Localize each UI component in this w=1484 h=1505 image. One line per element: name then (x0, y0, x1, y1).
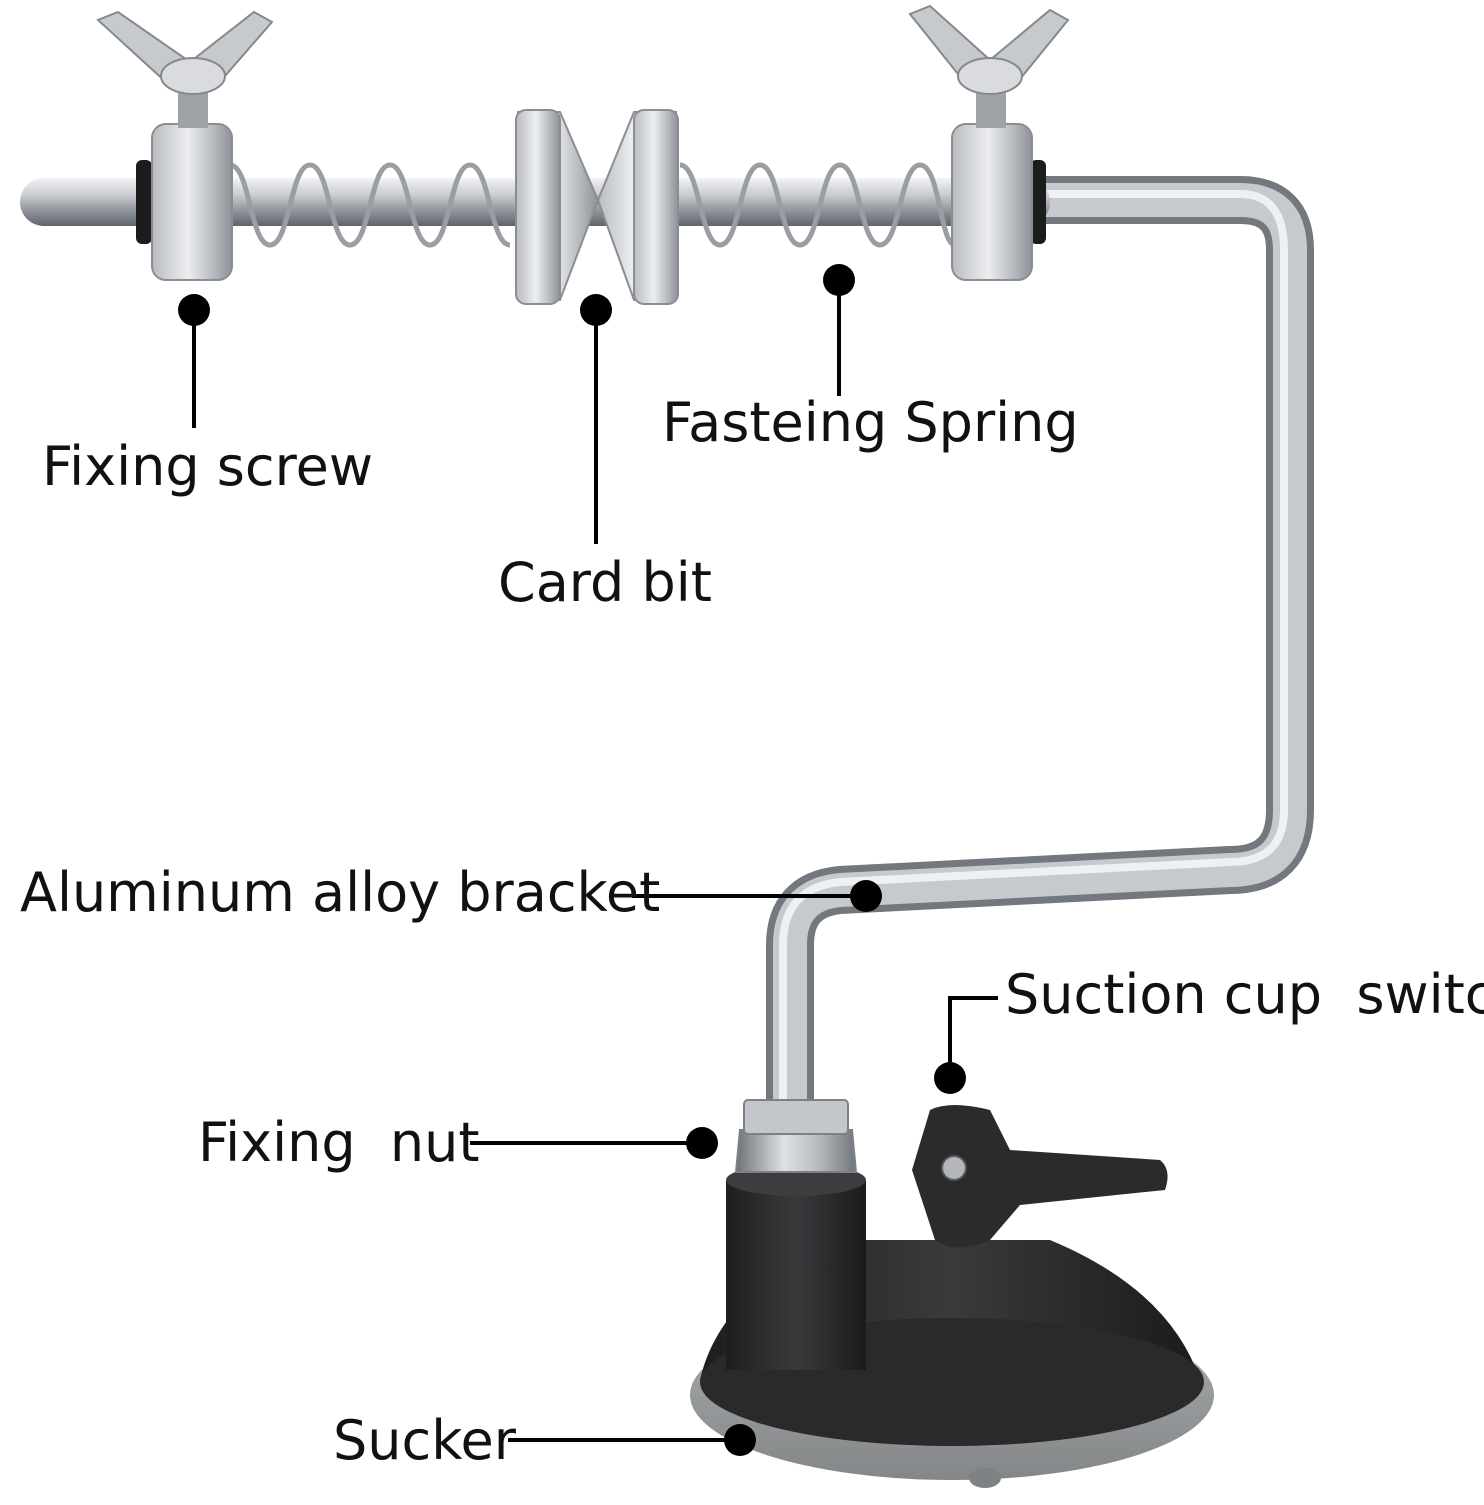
label-fasteing-spring: Fasteing Spring (662, 391, 1079, 454)
label-aluminum-alloy-bracket: Aluminum alloy bracket (20, 861, 661, 924)
left-spring (229, 162, 511, 248)
card-bit (515, 109, 679, 305)
label-fixing-screw: Fixing screw (42, 435, 373, 498)
label-suction-cup-switch: Suction cup switch (1005, 963, 1484, 1026)
suction-cup-lever (912, 1105, 1168, 1248)
left-fixing-collar (96, 10, 274, 281)
leader-dots (178, 264, 966, 1456)
label-sucker: Sucker (333, 1409, 516, 1472)
right-fixing-collar (908, 4, 1070, 281)
sucker-base (690, 1164, 1214, 1488)
label-fixing-nut: Fixing nut (198, 1111, 480, 1174)
right-spring (679, 162, 957, 248)
leader-lines (192, 280, 998, 1442)
fixing-nut (734, 1099, 858, 1173)
label-card-bit: Card bit (498, 551, 712, 614)
